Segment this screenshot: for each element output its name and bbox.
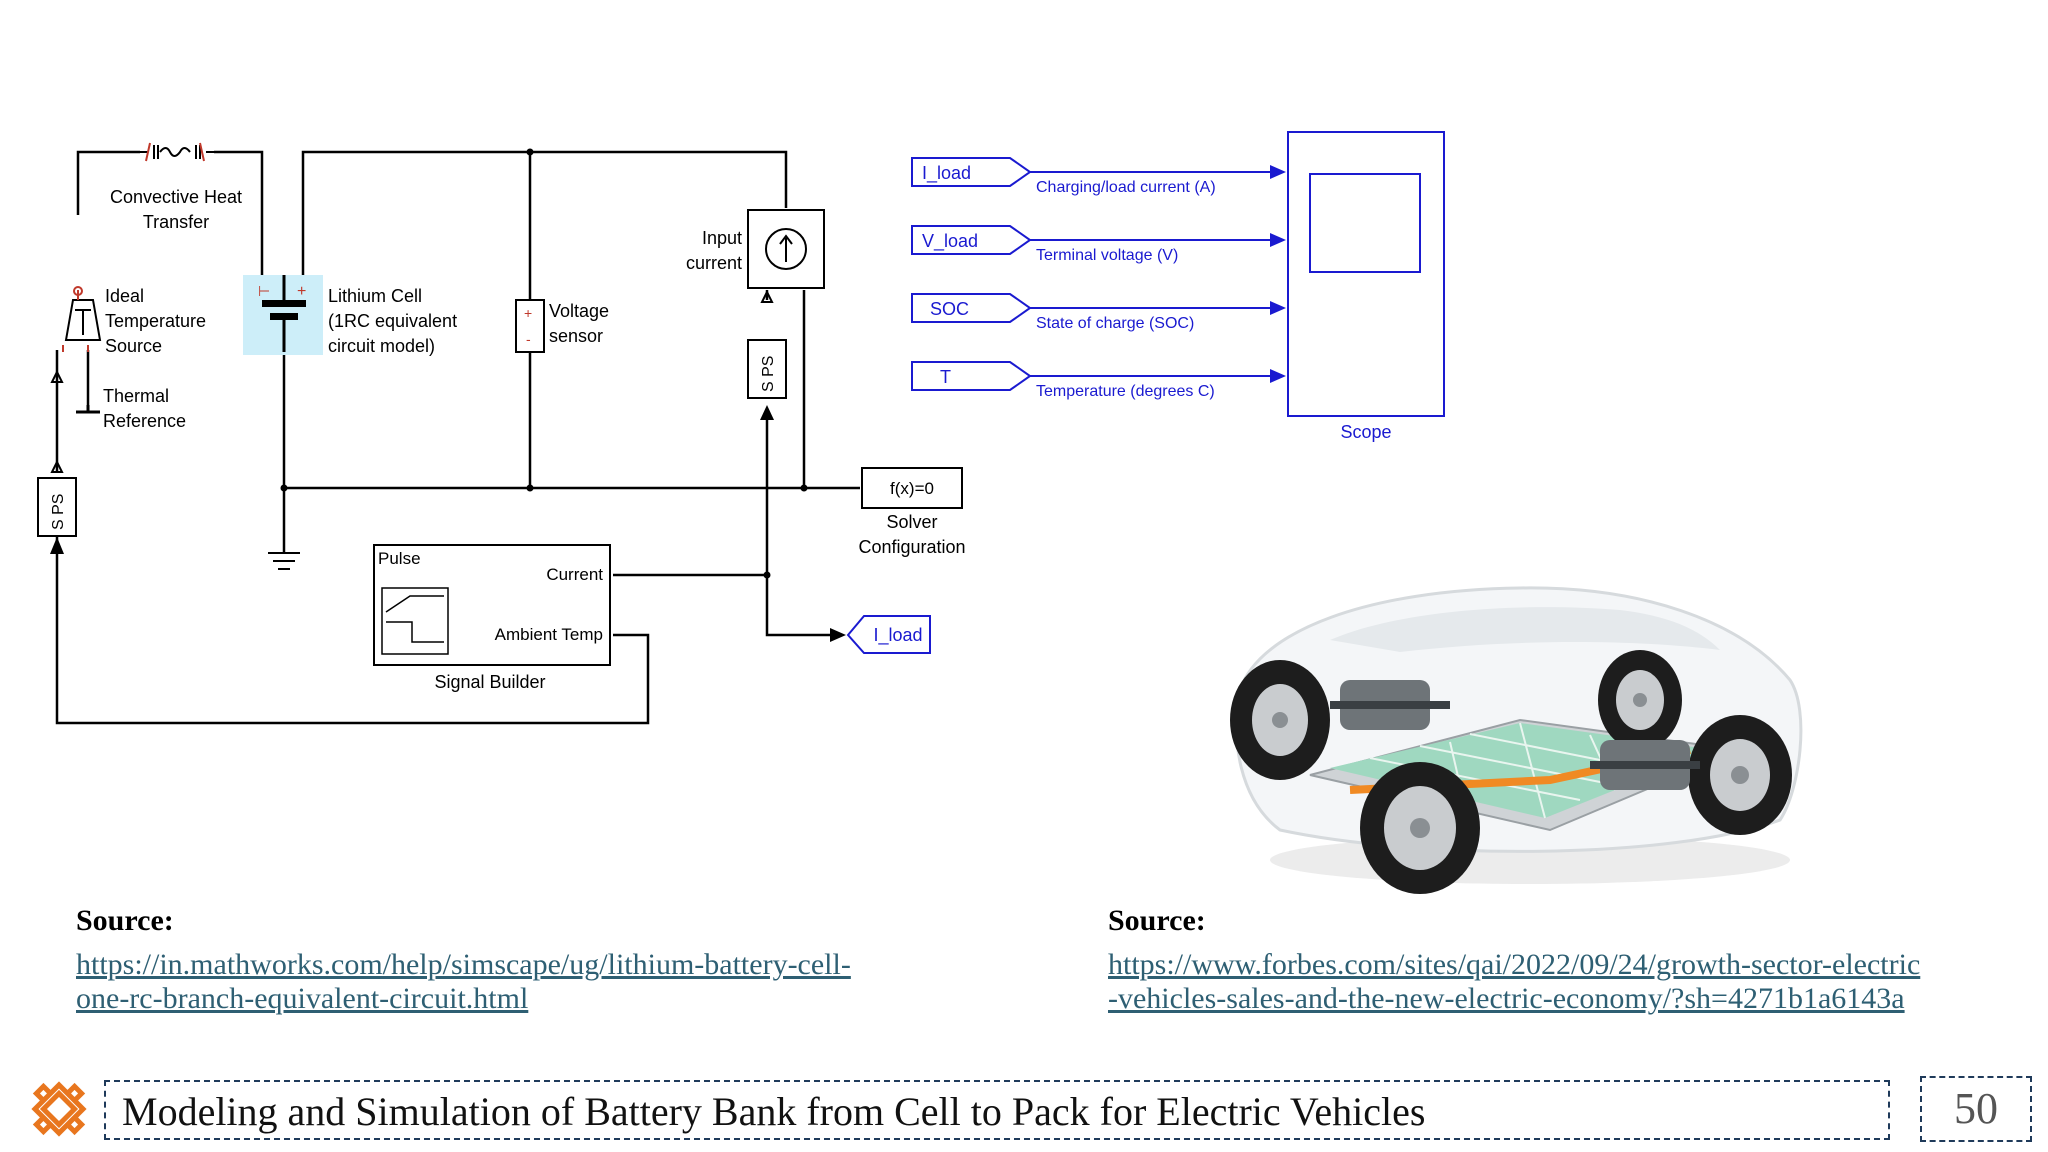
svg-text:Configuration: Configuration — [858, 537, 965, 557]
svg-text:Temperature: Temperature — [105, 311, 206, 331]
input-current-source-icon — [747, 209, 825, 303]
endless-knot-logo-icon — [31, 1081, 87, 1137]
svg-text:+: + — [297, 283, 306, 300]
footer-title-box: Modeling and Simulation of Battery Bank … — [104, 1080, 1890, 1140]
svg-text:Convective Heat: Convective Heat — [110, 187, 242, 207]
left-source-url-line2[interactable]: one-rc-branch-equivalent-circuit.html — [76, 982, 529, 1015]
scope-input-i-load: I_load Charging/load current (A) — [911, 157, 1286, 196]
left-source-link[interactable]: https://in.mathworks.com/help/simscape/u… — [76, 948, 851, 1016]
sps-converter-left: S PS — [37, 477, 77, 537]
svg-text:Thermal: Thermal — [103, 386, 169, 406]
lithium-cell-icon: ⊢ + — [243, 275, 323, 355]
svg-text:State of charge (SOC): State of charge (SOC) — [1036, 315, 1194, 332]
circuit-diagram: ⊢ + + - S PS S PS f(x)=0 Pulse Current A… — [37, 142, 966, 725]
svg-text:Solver: Solver — [886, 512, 937, 532]
svg-text:sensor: sensor — [549, 326, 603, 346]
ideal-temperature-source-icon — [50, 286, 102, 473]
footer-title: Modeling and Simulation of Battery Bank … — [122, 1089, 1426, 1134]
left-source-heading: Source: — [76, 904, 174, 937]
signal-builder-block: Pulse Current Ambient Temp — [373, 544, 611, 666]
svg-text:Input: Input — [702, 228, 742, 248]
svg-text:Current: Current — [546, 565, 603, 584]
right-source-heading: Source: — [1108, 904, 1206, 937]
svg-text:Voltage: Voltage — [549, 301, 609, 321]
ground-icon — [268, 552, 300, 570]
scope-input-t: T Temperature (degrees C) — [911, 361, 1286, 400]
svg-text:Terminal voltage (V): Terminal voltage (V) — [1036, 247, 1178, 264]
svg-text:Scope: Scope — [1340, 422, 1391, 442]
svg-text:-: - — [526, 331, 531, 347]
left-source-url-line1[interactable]: https://in.mathworks.com/help/simscape/u… — [76, 948, 851, 981]
svg-text:S PS: S PS — [50, 494, 67, 530]
voltage-sensor-icon: + - — [515, 299, 545, 353]
solver-configuration-block: f(x)=0 — [861, 467, 963, 509]
goto-tag-i-load: I_load — [846, 615, 931, 654]
svg-text:⊢: ⊢ — [258, 283, 270, 299]
svg-text:S PS: S PS — [760, 356, 777, 392]
svg-text:Signal Builder: Signal Builder — [434, 672, 545, 692]
svg-text:(1RC equivalent: (1RC equivalent — [328, 311, 457, 331]
right-source-url-line1[interactable]: https://www.forbes.com/sites/qai/2022/09… — [1108, 948, 1921, 981]
svg-text:circuit model): circuit model) — [328, 336, 435, 356]
right-source-url-line2[interactable]: -vehicles-sales-and-the-new-electric-eco… — [1108, 982, 1905, 1015]
svg-text:+: + — [524, 305, 532, 321]
svg-text:Reference: Reference — [103, 411, 186, 431]
thermal-reference-icon — [76, 405, 100, 414]
scope-input-v-load: V_load Terminal voltage (V) — [911, 225, 1286, 264]
svg-text:Ideal: Ideal — [105, 286, 144, 306]
svg-text:Charging/load current (A): Charging/load current (A) — [1036, 179, 1216, 196]
svg-text:SOC: SOC — [930, 299, 969, 319]
sps-converter-right: S PS — [747, 339, 787, 399]
scope-input-soc: SOC State of charge (SOC) — [911, 293, 1286, 332]
svg-text:I_load: I_load — [873, 625, 922, 646]
svg-text:Ambient Temp: Ambient Temp — [495, 625, 603, 644]
svg-text:Temperature (degrees C): Temperature (degrees C) — [1036, 383, 1215, 400]
electric-vehicle-illustration — [1230, 586, 1803, 894]
svg-text:current: current — [686, 253, 742, 273]
svg-text:f(x)=0: f(x)=0 — [890, 479, 934, 498]
svg-text:T: T — [940, 367, 951, 387]
svg-text:Pulse: Pulse — [378, 549, 421, 568]
page-number-box: 50 — [1920, 1076, 2032, 1142]
svg-text:Source: Source — [105, 336, 162, 356]
svg-text:Lithium Cell: Lithium Cell — [328, 286, 422, 306]
convective-heat-icon — [140, 142, 214, 162]
scope-block: Scope — [1287, 131, 1445, 442]
svg-text:Transfer: Transfer — [143, 212, 209, 232]
svg-text:V_load: V_load — [922, 231, 978, 252]
scope-diagram: I_load Charging/load current (A) V_load … — [911, 131, 1445, 442]
right-source-link[interactable]: https://www.forbes.com/sites/qai/2022/09… — [1108, 948, 1920, 1016]
page-number: 50 — [1954, 1084, 1998, 1133]
svg-text:I_load: I_load — [922, 163, 971, 184]
